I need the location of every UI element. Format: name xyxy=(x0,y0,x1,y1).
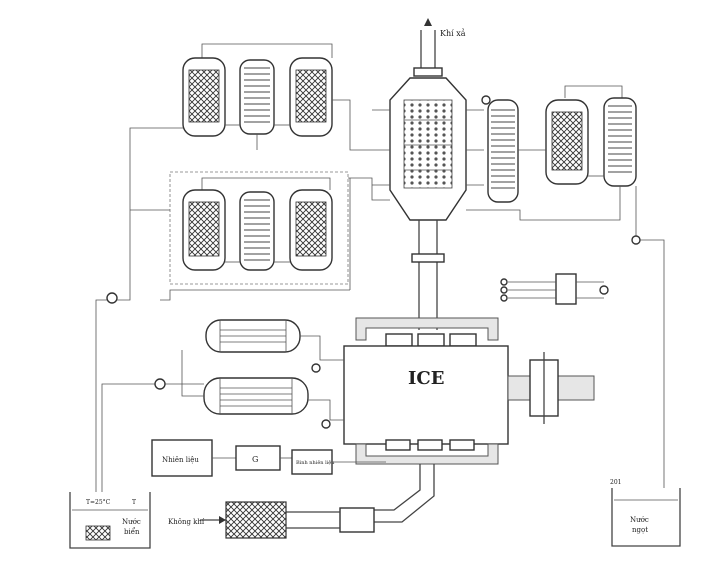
exhaust-label: Khí xả xyxy=(440,29,466,38)
turbo-compressor xyxy=(339,507,375,533)
sea-water-tank: T=25°C T Nước biển xyxy=(69,492,151,549)
water-temp-label: T=25°C xyxy=(86,499,111,506)
pump-icon xyxy=(154,378,166,390)
tank-number-label: 201 xyxy=(610,479,621,486)
gauge-icon xyxy=(481,95,491,105)
air-filter xyxy=(225,501,287,539)
valve-icon xyxy=(599,285,609,295)
fuel-tank xyxy=(291,449,333,475)
sea-water-label-2: biển xyxy=(124,527,140,536)
fuel-label: Nhiên liệu xyxy=(162,456,199,464)
water-temp-symbol: T xyxy=(132,499,136,506)
adsorber-unit-top-left xyxy=(182,43,333,150)
fresh-water-label-2: ngọt xyxy=(632,526,648,534)
engine: ICE xyxy=(343,317,595,465)
intake-duct: Không khí xyxy=(168,464,435,539)
valves xyxy=(106,235,641,429)
piping-network xyxy=(95,99,665,492)
instrument-panel xyxy=(500,273,604,305)
valve-icon xyxy=(631,235,641,245)
fresh-water-label-1: Nước xyxy=(630,516,649,524)
fuel-system: Nhiên liệu G Bình nhiên liệu xyxy=(151,439,386,477)
gas-label: G xyxy=(252,455,258,464)
fuel-tank-label: Bình nhiên liệu xyxy=(296,459,335,466)
fuel-box xyxy=(151,439,213,477)
stack-flange-bottom xyxy=(411,253,445,263)
stack-flange-top xyxy=(413,67,443,77)
condenser-column xyxy=(487,99,519,203)
adsorber-unit-mid-left xyxy=(169,171,349,285)
air-label: Không khí xyxy=(168,518,205,526)
sea-water-label-1: Nước xyxy=(122,518,141,526)
shell-tube-exchanger-upper xyxy=(205,319,301,353)
exhaust-arrow-icon xyxy=(424,18,432,26)
pump-icon xyxy=(106,292,118,304)
engine-label: ICE xyxy=(408,368,444,389)
exhaust-stack: Khí xả xyxy=(413,18,466,77)
adsorber-unit-right xyxy=(545,85,637,187)
valve-icon xyxy=(321,419,331,429)
valve-icon xyxy=(311,363,321,373)
air-arrow-icon xyxy=(219,516,226,524)
fresh-water-tank: 201 Nước ngọt xyxy=(610,479,681,547)
shell-tube-exchanger-lower xyxy=(203,377,309,415)
exhaust-heat-exchanger xyxy=(372,77,491,330)
